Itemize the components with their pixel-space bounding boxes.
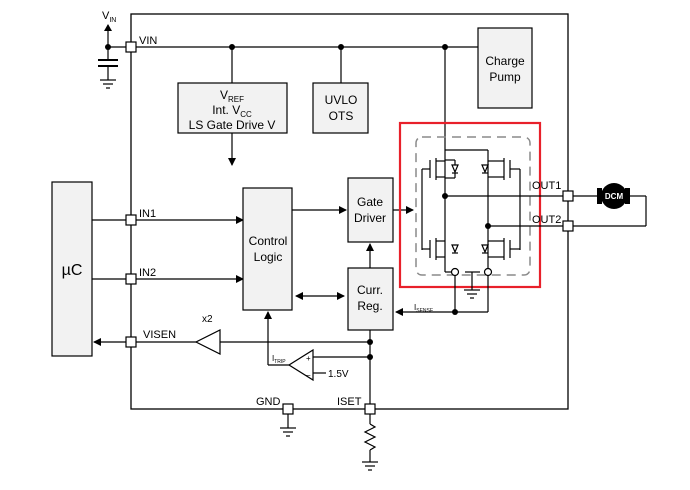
svg-text:UVLO: UVLO [325,93,358,107]
pin-out1-label: OUT1 [532,180,561,192]
dc-motor-icon [601,183,627,209]
h-bridge-mosfets [421,149,521,312]
pin-gnd-label: GND [256,396,281,408]
pin-in2 [125,273,137,285]
pin-vin [125,41,137,53]
svg-text:Int. VCC: Int. VCC [212,103,252,119]
pin-vin-label: VIN [139,35,157,47]
itrip-label: ITRIP [272,354,286,365]
pin-out1 [562,190,574,202]
svg-text:VIN: VIN [102,10,116,24]
current-regulation-block [347,267,394,331]
svg-text:Charge: Charge [485,54,525,68]
pin-in1-label: IN1 [139,208,156,220]
svg-text:Control: Control [249,234,288,248]
amp-gain-label: x2 [202,314,213,325]
pin-in1 [125,214,137,226]
pin-iset [364,403,376,415]
svg-text:Gate: Gate [357,195,383,209]
svg-text:Pump: Pump [489,70,521,84]
pin-iset-label: ISET [337,396,362,408]
svg-text:VREF: VREF [220,88,244,104]
pin-gnd [282,403,294,415]
vin-supply: VIN [98,10,131,89]
svg-text:+: + [306,354,311,363]
pin-out2-label: OUT2 [532,214,561,226]
svg-text:Driver: Driver [354,211,386,225]
dc-motor-label: DCM [605,192,624,201]
gnd-ground-icon [280,414,296,437]
svg-text:Curr.: Curr. [357,283,383,297]
h-bridge-highlight [398,121,542,289]
pin-out2 [562,220,574,232]
charge-pump-block [477,27,533,109]
svg-text:Reg.: Reg. [357,299,382,313]
gate-driver-block [347,177,394,243]
svg-text:Logic: Logic [254,250,283,264]
vref-block [177,82,288,134]
svg-text:OTS: OTS [329,109,354,123]
iset-resistor-icon [362,414,378,471]
bridge-ground-icon [464,289,480,299]
uvlo-ots-block [312,82,369,134]
pin-visen [125,336,137,348]
microcontroller-label: µC [62,262,83,279]
h-bridge-boundary [415,136,531,276]
reference-1v5-label: 1.5V [328,369,349,380]
microcontroller-block [51,181,93,357]
isense-label: ISENSE [414,303,434,314]
pin-visen-label: VISEN [143,329,176,341]
itrip-comparator [287,348,314,382]
chip-outline [130,13,569,410]
svg-text:LS Gate Drive V: LS Gate Drive V [189,118,276,132]
control-logic-block [242,187,293,311]
pin-in2-label: IN2 [139,267,156,279]
svg-text:−: − [306,371,311,380]
visen-amplifier [194,329,221,355]
